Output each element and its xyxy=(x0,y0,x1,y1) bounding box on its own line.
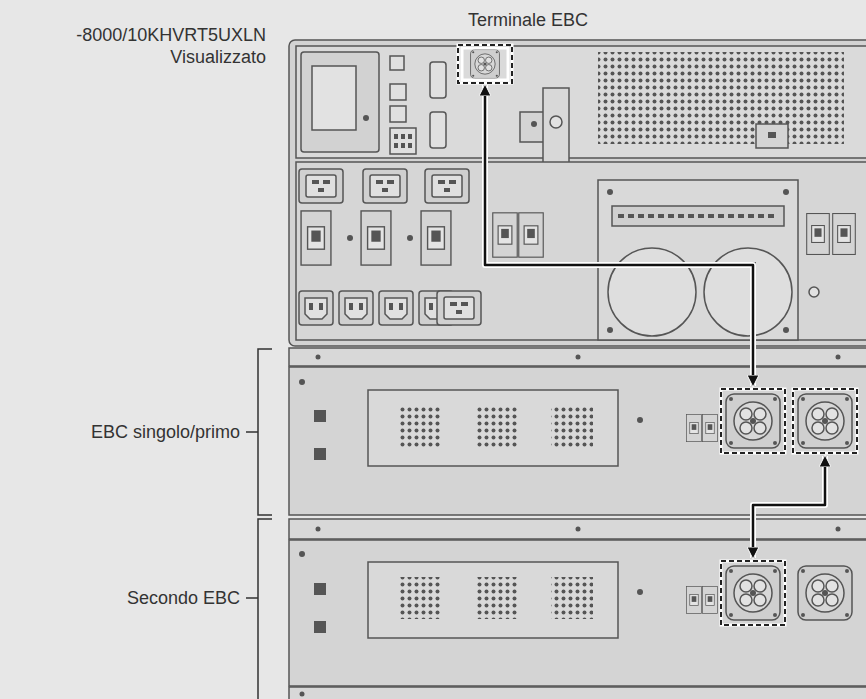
unit-label: EBC singolo/primo xyxy=(91,421,240,443)
unit-label: Secondo EBC xyxy=(127,587,240,609)
model-label: -8000/10KHVRT5UXLN Visualizzato xyxy=(52,24,266,68)
cable-connector xyxy=(485,85,753,386)
battery-cabinet: EBC singolo/primo xyxy=(288,347,866,515)
terminal-heading: Terminale EBC xyxy=(468,9,588,31)
battery-cabinet: Secondo EBC xyxy=(288,518,866,699)
cable-connector xyxy=(753,456,825,558)
ups-unit: Terminale EBC xyxy=(288,40,866,346)
